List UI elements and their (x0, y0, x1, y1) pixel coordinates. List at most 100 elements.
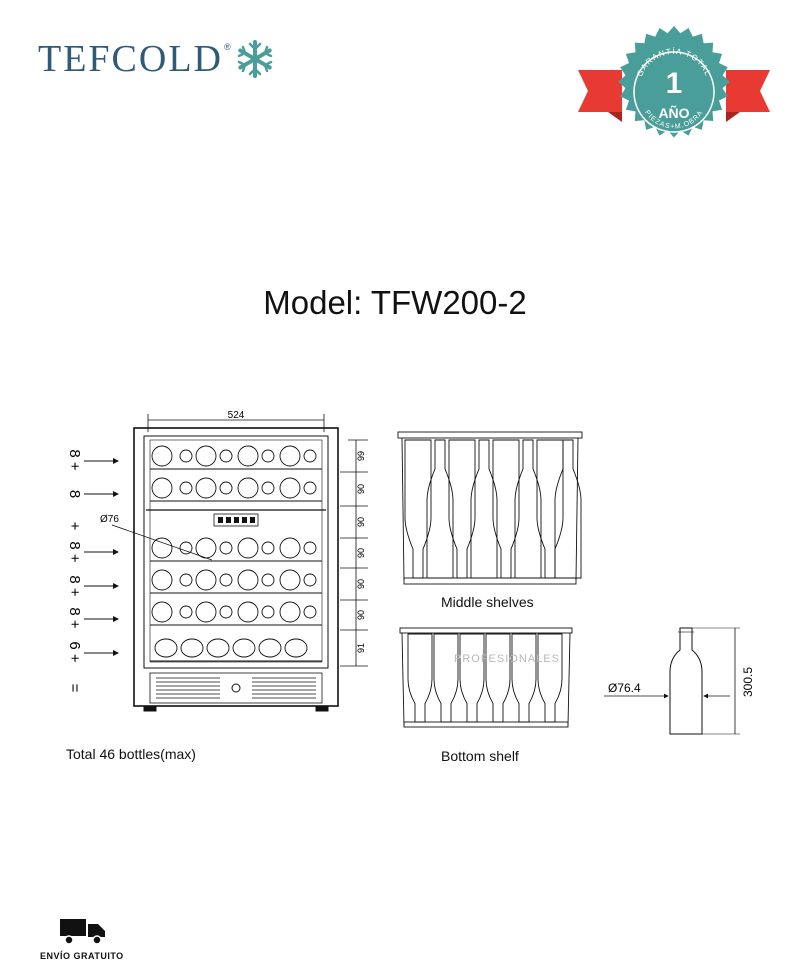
truck-icon (60, 919, 105, 945)
shelf-dim-5: 90 (356, 579, 366, 589)
bottle-outline (407, 633, 433, 723)
bottle-end (303, 481, 317, 495)
bottle-outline (554, 439, 582, 579)
lock-icon (231, 683, 241, 693)
free-shipping-label: ENVÍO GRATUITO (40, 951, 124, 961)
bottle-end (151, 569, 173, 591)
shelf-dimension-lines (340, 439, 368, 667)
bottle-outline (404, 439, 432, 579)
bottle-end (261, 541, 275, 555)
bottle-end (279, 569, 301, 591)
width-dimension (147, 414, 325, 432)
bottle-end (237, 569, 259, 591)
bottle-end (195, 537, 217, 559)
bottle-end (237, 477, 259, 499)
bottle-end (206, 638, 230, 658)
bottle-outline (514, 439, 542, 579)
bottle-end (179, 481, 193, 495)
bottle-end (195, 569, 217, 591)
bottle-end (237, 445, 259, 467)
single-bottle-diameter: Ø76.4 (608, 681, 641, 695)
bottle-end (261, 573, 275, 587)
bottle-end (261, 605, 275, 619)
row-label-8: = (66, 684, 83, 693)
bottle-end (303, 541, 317, 555)
bottle-dimension-drawing (604, 627, 740, 735)
bottle-end (237, 601, 259, 623)
bottle-end (303, 605, 317, 619)
row-label-2: 8 (66, 490, 83, 498)
warranty-badge: GARANTÍA TOTAL PIEZAS+M.OBRA 1 AÑO (578, 22, 770, 162)
shelf-dim-3: 90 (356, 517, 366, 527)
bottom-shelf-drawing (399, 627, 573, 728)
badge-number: 1 (666, 67, 683, 100)
bottle-end (195, 477, 217, 499)
shelf-rows (150, 445, 322, 662)
bottle-outline (492, 439, 520, 579)
bottle-end (179, 449, 193, 463)
bottle-outline (433, 633, 459, 723)
bottle-outline (448, 439, 476, 579)
bottle-end (303, 573, 317, 587)
bottle-outline (426, 439, 454, 579)
bottle-end (219, 541, 233, 555)
shelf-dim-7: 91 (356, 643, 366, 653)
bottle-end (154, 638, 178, 658)
row-label-6: 8 + (66, 607, 83, 629)
shelf-dim-6: 90 (356, 610, 366, 620)
total-capacity-label: Total 46 bottles(max) (66, 746, 196, 762)
bottle-end (279, 445, 301, 467)
bottle-end (219, 481, 233, 495)
single-bottle-height: 300.5 (741, 667, 755, 697)
bottle-end (261, 481, 275, 495)
model-title: Model: TFW200-2 (263, 284, 527, 321)
row-label-7: 6 + (66, 641, 83, 663)
row-label-4: 8 + (66, 541, 83, 563)
bottle-end (258, 638, 282, 658)
bottle-end (261, 449, 275, 463)
bottle-end (179, 605, 193, 619)
row-arrows (84, 458, 119, 656)
bottle-diameter-callout: Ø76 (100, 514, 119, 525)
bottle-end (237, 537, 259, 559)
snowflake-icon (237, 40, 272, 78)
bottle-end (180, 638, 204, 658)
vent-grille (156, 677, 316, 699)
bottle-outline (485, 633, 511, 723)
bottle-end (279, 477, 301, 499)
bottle-end (303, 449, 317, 463)
brand-registered-mark: ® (224, 42, 231, 52)
bottle-end (151, 601, 173, 623)
bottle-outline (470, 439, 498, 579)
bottle-end (179, 541, 193, 555)
wine-cabinet-front (133, 427, 339, 712)
bottle-end (279, 537, 301, 559)
row-label-3: + (66, 522, 83, 531)
bottle-end (279, 601, 301, 623)
badge-word: AÑO (658, 104, 689, 121)
brand-name: TEFCOLD (38, 38, 223, 80)
bottle-outline (459, 633, 485, 723)
row-label-1: 8 + (66, 449, 83, 471)
bottom-shelf-label: Bottom shelf (441, 748, 519, 764)
shelf-dim-1: 99 (356, 451, 366, 461)
bottle-outline (511, 633, 537, 723)
bottle-end (195, 445, 217, 467)
bottle-end (219, 605, 233, 619)
row-label-5: 8 + (66, 575, 83, 597)
bottle-end (284, 638, 308, 658)
bottle-end (151, 537, 173, 559)
bottle-end (151, 477, 173, 499)
shelf-dim-2: 90 (356, 484, 366, 494)
bottle-end (232, 638, 256, 658)
diameter-leader-line (111, 524, 213, 561)
shelf-dim-4: 90 (356, 548, 366, 558)
bottle-outline (537, 633, 563, 723)
width-dimension-label: 524 (228, 410, 245, 421)
bottle-end (219, 449, 233, 463)
bottle-end (219, 573, 233, 587)
bottle-end (195, 601, 217, 623)
watermark-text: PROFESIONALES (454, 653, 560, 665)
bottle-end (151, 445, 173, 467)
